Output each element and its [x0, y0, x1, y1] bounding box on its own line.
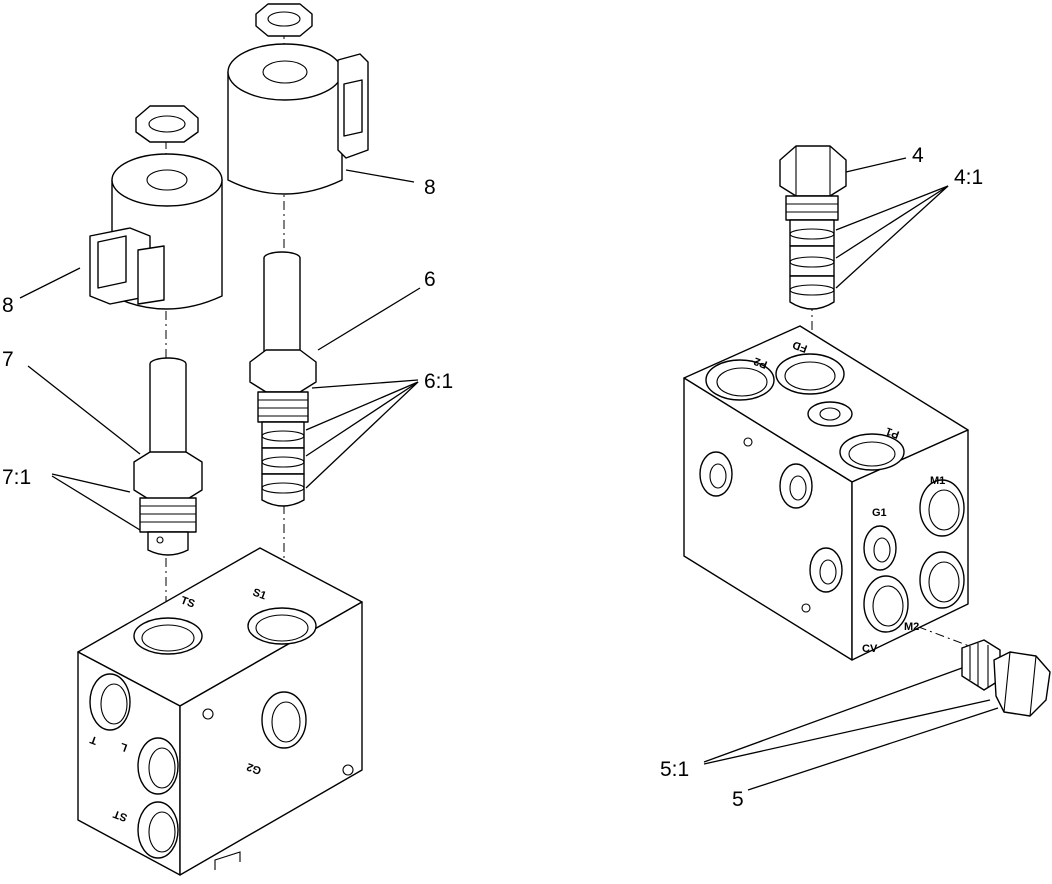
callout-6-1: 6:1: [424, 370, 453, 393]
right-manifold-block: P2 FD P1 G1 M1 M2 CV: [683, 325, 969, 661]
port-label-p1: P1: [884, 425, 901, 441]
solenoid-coil-right: [227, 43, 369, 195]
port-label-p2: P2: [752, 355, 769, 371]
port-label-g1: G1: [872, 507, 887, 519]
right-valve-assembly: P2 FD P1 G1 M1 M2 CV: [683, 145, 1051, 717]
callout-7-1: 7:1: [2, 466, 31, 489]
leader-lines: [19, 157, 999, 791]
port-label-cv: CV: [862, 643, 878, 655]
port-label-st: ST: [111, 807, 129, 823]
port-label-fd: FD: [791, 338, 809, 354]
port-label-m2: M2: [904, 621, 919, 633]
callout-8-right: 8: [424, 176, 436, 199]
solenoid-coil-left: [89, 153, 223, 310]
callout-6: 6: [424, 268, 436, 291]
hex-nut-right: [255, 3, 313, 37]
port-label-s1: S1: [251, 587, 268, 603]
cartridge-valve-6: [249, 251, 317, 507]
port-label-l: L: [118, 740, 129, 754]
left-manifold-block: TS S1 T L ST G2: [77, 547, 363, 876]
callout-5-1: 5:1: [660, 758, 689, 781]
callout-5: 5: [732, 788, 744, 811]
port-label-ts: TS: [179, 595, 196, 611]
hex-nut-left: [135, 105, 199, 143]
callout-labels: 8 8 7 7:1 6 6:1 4 4:1 5:1 5: [2, 144, 983, 811]
cartridge-valve-7: [133, 357, 203, 556]
callout-8-left: 8: [2, 294, 14, 317]
callout-7: 7: [2, 348, 14, 371]
callout-4: 4: [912, 144, 924, 167]
port-label-g2: G2: [245, 760, 263, 776]
left-valve-assembly: TS S1 T L ST G2: [77, 3, 369, 876]
plug-fitting-5: [961, 639, 1051, 717]
port-label-t: T: [88, 733, 99, 747]
callout-4-1: 4:1: [954, 166, 983, 189]
port-label-m1: M1: [930, 475, 945, 487]
relief-valve-cartridge-4: [779, 145, 847, 310]
